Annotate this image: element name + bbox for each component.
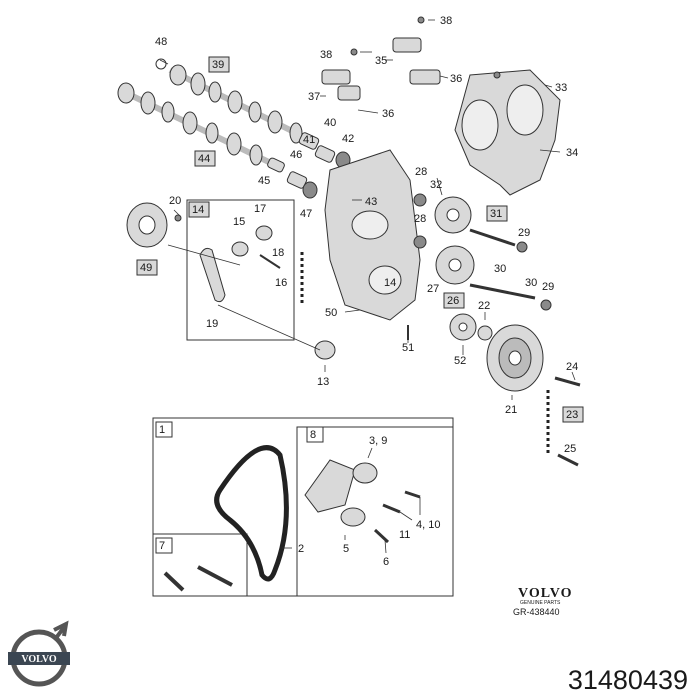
brand-wordmark: VOLVO xyxy=(518,586,573,601)
callout-c25: 25 xyxy=(564,443,576,455)
callout-c16: 16 xyxy=(275,277,287,289)
callout-c50: 50 xyxy=(325,307,337,319)
callout-c46: 46 xyxy=(290,149,302,161)
belt-kit-panel xyxy=(152,417,454,597)
callout-c20: 20 xyxy=(169,195,181,207)
callout-c33: 33 xyxy=(555,82,567,94)
callout-c45: 45 xyxy=(258,175,270,187)
callout-c39: 39 xyxy=(212,59,224,71)
cam-sprocket-upper xyxy=(413,193,475,285)
tensioner-13 xyxy=(314,340,336,360)
callout-c51: 51 xyxy=(402,342,414,354)
callout-c39b: 3, 9 xyxy=(369,435,387,447)
callout-c44: 44 xyxy=(198,153,210,165)
callout-c19: 19 xyxy=(206,318,218,330)
callout-c13: 13 xyxy=(317,376,329,388)
callout-c30b: 30 xyxy=(525,277,537,289)
pulley-bolt xyxy=(546,376,581,467)
callout-c22: 22 xyxy=(478,300,490,312)
callout-c24: 24 xyxy=(566,361,578,373)
callout-c26: 26 xyxy=(447,295,459,307)
callout-c29a: 29 xyxy=(518,227,530,239)
callout-c27: 27 xyxy=(427,283,439,295)
callout-box-23 xyxy=(562,406,584,423)
camshaft-lower xyxy=(117,82,277,168)
solenoid-valve-lower xyxy=(321,48,361,101)
callout-c1: 1 xyxy=(159,424,165,436)
brand-subtitle: GENUINE PARTS xyxy=(520,600,561,606)
callout-c48: 48 xyxy=(155,36,167,48)
callout-c36b: 36 xyxy=(382,108,394,120)
callout-c15: 15 xyxy=(233,216,245,228)
callout-c47: 47 xyxy=(300,208,312,220)
callout-box-39 xyxy=(208,56,230,73)
callout-c5: 5 xyxy=(343,543,349,555)
callout-c6: 6 xyxy=(383,556,389,568)
callout-c42: 42 xyxy=(342,133,354,145)
camshaft-upper xyxy=(168,64,303,144)
callout-c18: 18 xyxy=(272,247,284,259)
callout-c40: 40 xyxy=(324,117,336,129)
callout-box-8 xyxy=(306,426,324,443)
callout-c8: 8 xyxy=(310,429,316,441)
callout-box-1 xyxy=(155,421,173,438)
water-pump xyxy=(126,202,182,248)
callout-c28a: 28 xyxy=(415,166,427,178)
tensioner-assembly xyxy=(304,459,421,544)
callout-c43: 43 xyxy=(365,196,377,208)
callout-c17: 17 xyxy=(254,203,266,215)
callout-c410: 4, 10 xyxy=(416,519,440,531)
callout-c36a: 36 xyxy=(450,73,462,85)
callout-c21: 21 xyxy=(505,404,517,416)
callout-c23: 23 xyxy=(566,409,578,421)
callout-c29b: 29 xyxy=(542,281,554,293)
callout-box-49 xyxy=(136,259,158,276)
callout-c32: 32 xyxy=(430,179,442,191)
callout-c38a: 38 xyxy=(440,15,452,27)
callout-box-31 xyxy=(486,205,508,222)
reference-code: GR-438440 xyxy=(513,607,560,617)
callout-box-26 xyxy=(443,292,465,309)
callout-c41: 41 xyxy=(303,134,315,146)
callout-box-7 xyxy=(155,537,173,554)
callout-c14: 14 xyxy=(192,204,204,216)
seal-ring xyxy=(155,58,167,70)
callout-c52: 52 xyxy=(454,355,466,367)
callout-c28b: 28 xyxy=(414,213,426,225)
callout-c34: 34 xyxy=(566,147,578,159)
camshaft-bearings xyxy=(267,132,351,199)
timing-belt-kit-box-14 xyxy=(186,199,295,341)
bolts-29-30 xyxy=(469,228,552,311)
leader-lines xyxy=(159,19,576,400)
crankshaft-pulley xyxy=(486,324,544,392)
timing-cover xyxy=(454,69,561,196)
timing-plate xyxy=(324,149,421,321)
part-number: 31480439 xyxy=(567,665,688,695)
logo-text: VOLVO xyxy=(21,654,57,665)
volvo-logo: VOLVO xyxy=(8,620,70,687)
solenoid-valve-upper xyxy=(392,16,441,85)
callout-box-44 xyxy=(194,150,216,167)
lower-leaders xyxy=(282,447,421,554)
callout-c38b: 38 xyxy=(320,49,332,61)
callout-c37: 37 xyxy=(308,91,320,103)
callout-c30a: 30 xyxy=(494,263,506,275)
callout-c7: 7 xyxy=(159,540,165,552)
callout-c11: 11 xyxy=(399,529,410,541)
callout-c31: 31 xyxy=(490,208,502,220)
callout-box-14 xyxy=(188,201,210,218)
callout-c14b: 14 xyxy=(384,277,396,289)
callout-c49: 49 xyxy=(140,262,152,274)
bolts-box-7 xyxy=(163,565,233,592)
callout-c35: 35 xyxy=(375,55,387,67)
crank-sprocket xyxy=(449,313,493,341)
callout-c2: 2 xyxy=(298,543,304,555)
